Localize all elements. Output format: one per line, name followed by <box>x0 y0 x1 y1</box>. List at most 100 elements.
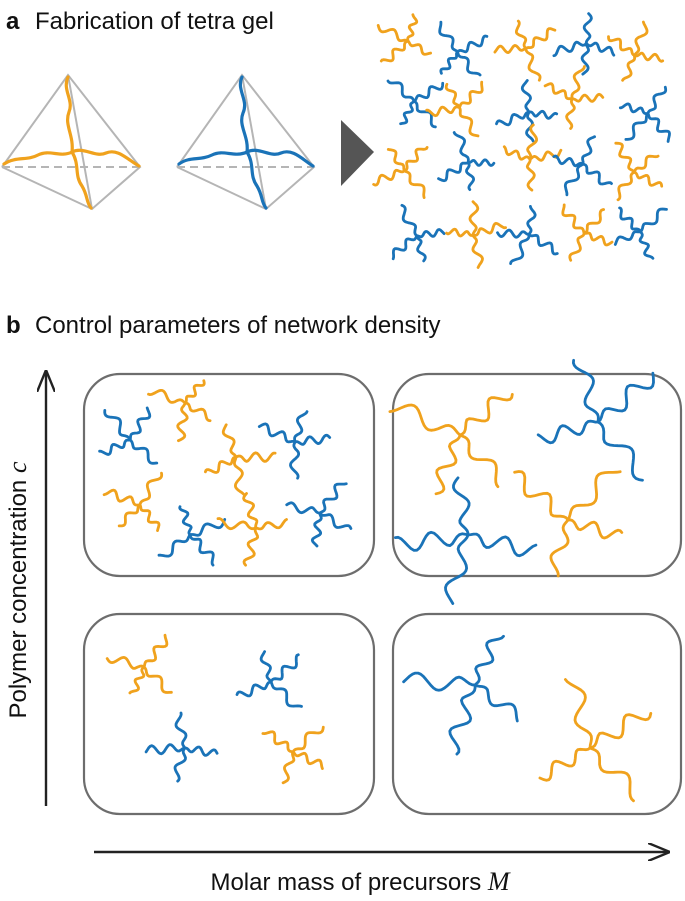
precursor-arm <box>458 106 480 138</box>
precursor-arm <box>257 422 297 444</box>
precursor-arm <box>144 743 187 756</box>
precursor-arm <box>400 203 419 238</box>
precursor-arm <box>293 410 309 444</box>
precursor-arm <box>176 401 189 443</box>
reaction-arrow <box>341 120 374 186</box>
precursor-arm <box>439 50 459 75</box>
precursor-arm <box>204 455 238 474</box>
panel-a: a Fabrication of tetra gel <box>1 8 671 269</box>
precursor-arm <box>493 44 528 54</box>
precursor-arm <box>403 169 426 199</box>
precursor-arm <box>473 634 505 687</box>
precursor-arm <box>285 501 322 515</box>
precursor-arm <box>412 81 445 103</box>
precursor-arm <box>242 492 259 530</box>
precursor-arm <box>624 112 650 141</box>
precursor-arm <box>613 230 642 246</box>
tetra-gel-network <box>372 12 671 269</box>
precursor-arm <box>173 746 187 783</box>
precursor-arm <box>566 470 622 522</box>
precursor-arm <box>468 200 480 237</box>
precursor-arm <box>566 518 624 540</box>
precursor-arm <box>281 750 296 785</box>
precursor-arm <box>117 503 142 528</box>
precursor-arm <box>183 379 206 405</box>
precursor-arm <box>458 433 500 489</box>
precursor-arm <box>466 158 496 167</box>
precursor-arm <box>633 20 649 57</box>
tetra-star-arm <box>2 150 74 166</box>
precursor-arm <box>570 92 605 103</box>
precursor-arm <box>563 162 585 197</box>
precursor-arm <box>128 665 146 695</box>
precursor-arm <box>235 680 273 698</box>
precursor-arm <box>406 13 419 43</box>
precursor-arm <box>581 135 596 166</box>
precursor-arm <box>402 671 477 692</box>
box-high-c-low-m <box>82 372 376 578</box>
precursor-arm <box>310 511 323 548</box>
precursor-arm <box>233 455 247 497</box>
precursor-arm <box>638 207 668 234</box>
precursor-arm <box>638 230 655 260</box>
precursor-arm <box>242 526 259 567</box>
precursor-arm <box>543 82 574 101</box>
precursor-arm <box>399 99 416 126</box>
precursor-arm <box>157 533 192 558</box>
precursor-arm <box>614 141 636 174</box>
tetrahedron-blue <box>176 73 316 211</box>
precursor-arm <box>458 80 484 109</box>
precursor-arm <box>174 711 188 750</box>
box-high-c-high-m <box>391 372 683 578</box>
precursor-arm <box>291 750 324 770</box>
x-axis-label-text: Molar mass of precursors <box>210 869 487 896</box>
precursor-arm <box>142 633 169 669</box>
precursor-arm <box>128 438 159 465</box>
x-axis-label: Molar mass of precursors M <box>210 867 510 896</box>
precursor-arm <box>234 451 277 463</box>
precursor-arm <box>621 53 636 82</box>
precursor-arm <box>536 419 600 445</box>
precursor-arm <box>128 406 152 442</box>
precursor-arm <box>412 99 437 129</box>
precursor-arm <box>388 403 462 437</box>
precursor-arm <box>138 471 164 507</box>
tetra-star-arm <box>70 148 141 168</box>
precursor-arm <box>496 228 531 239</box>
precursor-arm <box>632 170 664 188</box>
precursor-arm <box>618 206 642 234</box>
precursor-arm <box>509 233 531 265</box>
precursor-arm <box>105 656 146 670</box>
precursor-arm <box>466 532 538 558</box>
precursor-arm <box>269 653 300 684</box>
precursor-arm <box>607 35 636 57</box>
panel-b-letter: b <box>6 312 21 339</box>
precursor-arm <box>580 42 590 76</box>
precursor-arm <box>386 148 406 173</box>
precursor-arm <box>458 393 514 437</box>
precursor-arm <box>525 157 536 192</box>
precursor-arm <box>465 161 475 191</box>
precursor-arm <box>415 228 446 239</box>
precursor-arm <box>471 233 484 269</box>
precursor-arm <box>596 420 644 482</box>
box-low-c-high-m <box>391 612 683 816</box>
precursor-arm <box>142 665 173 694</box>
precursor-arm <box>415 234 427 263</box>
precursor-arm <box>596 371 655 424</box>
precursor-arm <box>646 85 668 115</box>
precursor-arm <box>438 20 459 54</box>
precursor-arm <box>502 145 532 161</box>
tetra-star-arm <box>245 148 315 168</box>
precursor-arm <box>445 227 475 238</box>
panel-b-title: Control parameters of network density <box>35 312 441 339</box>
precursor-arm <box>473 683 519 723</box>
precursor-arm <box>524 47 542 82</box>
precursor-arm <box>581 162 613 186</box>
precursor-arm <box>437 161 470 183</box>
precursor-arm <box>564 678 593 750</box>
precursor-arm <box>456 34 489 54</box>
precursor-arm <box>386 79 416 103</box>
precursor-arm <box>216 517 258 531</box>
precursor-arm <box>588 746 635 803</box>
